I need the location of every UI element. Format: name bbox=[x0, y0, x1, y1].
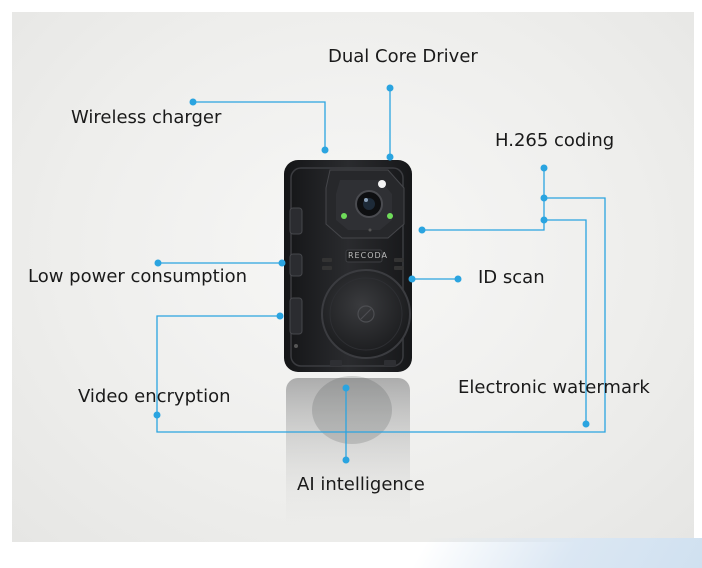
label-video-encryption: Video encryption bbox=[78, 386, 231, 407]
connector-video-encryption bbox=[156, 315, 280, 415]
connector-h265 bbox=[422, 168, 545, 231]
device-brand: RECODA bbox=[348, 251, 388, 260]
connector-watermark bbox=[156, 197, 606, 433]
connector-extra bbox=[544, 219, 587, 424]
label-dual-core-driver: Dual Core Driver bbox=[328, 46, 478, 67]
label-wireless-charger: Wireless charger bbox=[71, 107, 222, 128]
connector-lines bbox=[156, 88, 606, 460]
body-camera-device bbox=[284, 160, 412, 372]
label-h265-coding: H.265 coding bbox=[495, 130, 615, 151]
label-low-power-consumption: Low power consumption bbox=[28, 266, 248, 287]
label-ai-intelligence: AI intelligence bbox=[297, 474, 425, 495]
connector-dots bbox=[153, 84, 590, 464]
label-electronic-watermark: Electronic watermark bbox=[458, 377, 650, 398]
label-id-scan: ID scan bbox=[478, 267, 545, 288]
connector-wireless-charger bbox=[193, 101, 326, 150]
